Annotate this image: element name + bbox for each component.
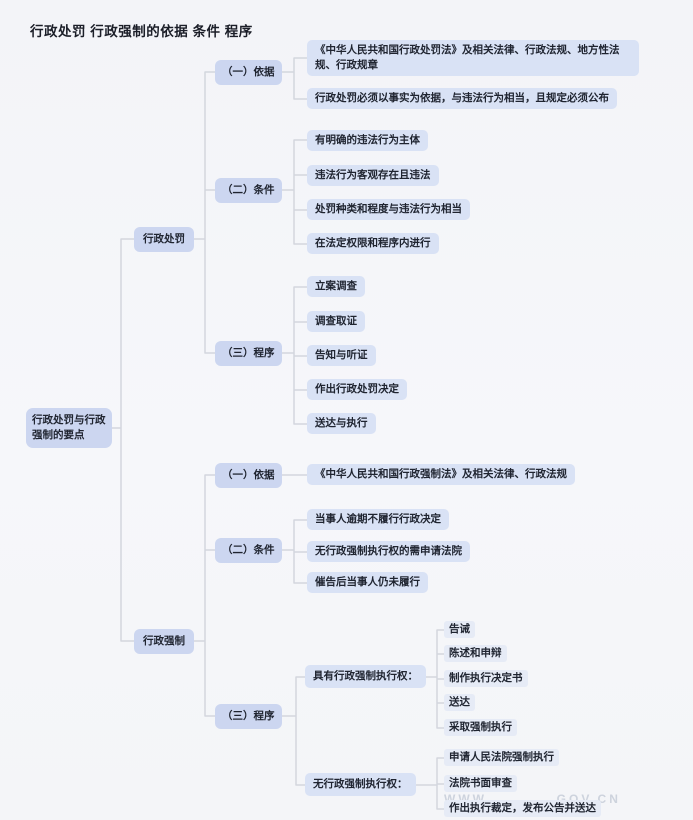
- penalty-basis-node[interactable]: （一）依据: [215, 60, 282, 85]
- penalty-procedure-leaf-4[interactable]: 作出行政处罚决定: [307, 379, 407, 400]
- penalty-procedure-leaf-1[interactable]: 立案调查: [307, 276, 365, 297]
- penalty-condition-leaf-3[interactable]: 处罚种类和程度与违法行为相当: [307, 199, 470, 220]
- has-power-step-2[interactable]: 陈述和申辩: [444, 645, 507, 662]
- penalty-condition-leaf-4[interactable]: 在法定权限和程序内进行: [307, 233, 439, 254]
- no-power-step-3[interactable]: 作出执行裁定，发布公告并送达: [444, 800, 601, 817]
- penalty-basis-leaf-1[interactable]: 《中华人民共和国行政处罚法》及相关法律、行政法规、地方性法规、行政规章: [307, 40, 639, 76]
- has-enforcement-power-node[interactable]: 具有行政强制执行权：: [305, 665, 426, 688]
- no-enforcement-power-node[interactable]: 无行政强制执行权：: [305, 773, 416, 796]
- enforcement-basis-leaf-1[interactable]: 《中华人民共和国行政强制法》及相关法律、行政法规: [307, 464, 575, 485]
- branch-enforcement[interactable]: 行政强制: [134, 629, 194, 654]
- branch-penalty[interactable]: 行政处罚: [134, 227, 194, 252]
- penalty-condition-leaf-1[interactable]: 有明确的违法行为主体: [307, 130, 428, 151]
- penalty-conditions-node[interactable]: （二）条件: [215, 178, 282, 203]
- enforcement-procedure-node[interactable]: （三）程序: [215, 704, 282, 729]
- penalty-basis-leaf-2[interactable]: 行政处罚必须以事实为依据，与违法行为相当，且规定必须公布: [307, 88, 617, 109]
- penalty-condition-leaf-2[interactable]: 违法行为客观存在且违法: [307, 165, 439, 186]
- has-power-step-1[interactable]: 告诫: [444, 621, 475, 638]
- root-node[interactable]: 行政处罚与行政强制的要点: [26, 408, 112, 448]
- no-power-step-1[interactable]: 申请人民法院强制执行: [444, 749, 559, 766]
- enforcement-condition-leaf-3[interactable]: 催告后当事人仍未履行: [307, 572, 428, 593]
- no-power-step-2[interactable]: 法院书面审查: [444, 775, 517, 792]
- penalty-procedure-leaf-3[interactable]: 告知与听证: [307, 345, 376, 366]
- penalty-procedure-leaf-5[interactable]: 送达与执行: [307, 413, 376, 434]
- enforcement-conditions-node[interactable]: （二）条件: [215, 538, 282, 563]
- enforcement-condition-leaf-1[interactable]: 当事人逾期不履行行政决定: [307, 509, 449, 530]
- enforcement-condition-leaf-2[interactable]: 无行政强制执行权的需申请法院: [307, 541, 470, 562]
- penalty-procedure-node[interactable]: （三）程序: [215, 341, 282, 366]
- has-power-step-4[interactable]: 送达: [444, 694, 475, 711]
- has-power-step-3[interactable]: 制作执行决定书: [444, 670, 528, 687]
- page-title: 行政处罚 行政强制的依据 条件 程序: [30, 24, 253, 39]
- has-power-step-5[interactable]: 采取强制执行: [444, 719, 517, 736]
- enforcement-basis-node[interactable]: （一）依据: [215, 463, 282, 488]
- penalty-procedure-leaf-2[interactable]: 调查取证: [307, 311, 365, 332]
